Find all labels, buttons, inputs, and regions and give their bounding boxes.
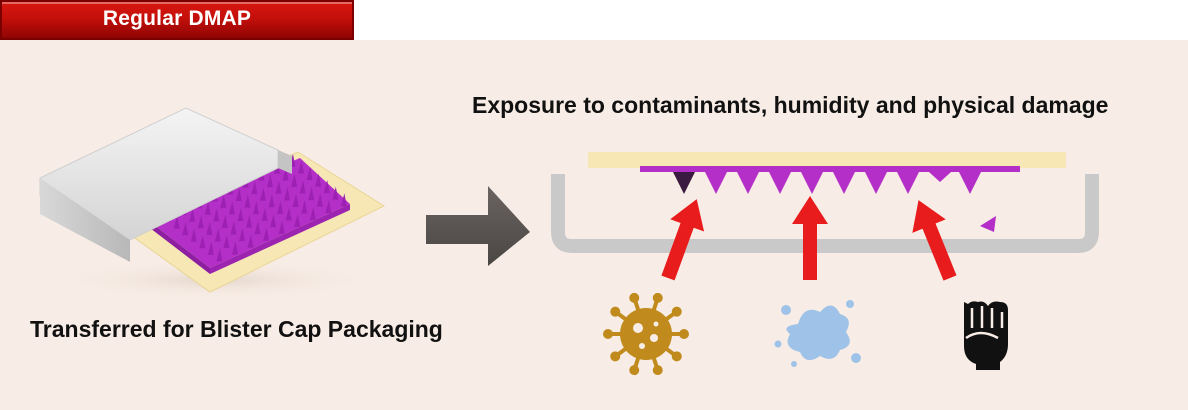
needle [291, 173, 298, 187]
virus-icon [603, 292, 689, 376]
needle [277, 200, 284, 214]
needle [332, 186, 339, 200]
needle [251, 181, 258, 195]
needle [237, 208, 244, 222]
needle [284, 187, 291, 201]
needle [238, 228, 245, 242]
needle [228, 201, 235, 215]
needle [309, 207, 316, 221]
needle [325, 200, 332, 214]
needle [298, 160, 305, 174]
needle [315, 173, 322, 187]
needle [263, 227, 270, 241]
needle [214, 228, 221, 242]
needle [301, 200, 308, 214]
needle [221, 214, 228, 228]
needle [261, 207, 268, 221]
needle-section [705, 172, 727, 194]
needle [197, 215, 204, 229]
needle-section [865, 172, 887, 194]
needle [254, 221, 261, 235]
virus-spike-tip [671, 306, 682, 317]
blister-cap-illustration [39, 107, 386, 300]
virus-spike-tip [629, 365, 640, 376]
arrow-humidity [792, 196, 828, 280]
virus-spike-tip [610, 351, 621, 362]
needle [323, 180, 330, 194]
needle-section [833, 172, 855, 194]
virus-spike-tip [679, 329, 689, 339]
needle [245, 214, 252, 228]
needle-section [673, 172, 695, 194]
needle-section [897, 172, 919, 194]
needle [244, 194, 251, 208]
needle [235, 188, 242, 202]
needle [190, 228, 197, 242]
arrow-contaminants [661, 199, 705, 281]
microneedles-cross-section [673, 172, 981, 194]
needle [189, 208, 196, 222]
needle [308, 187, 315, 201]
lid-backing [588, 152, 1066, 168]
needle [252, 201, 259, 215]
left-caption: Transferred for Blister Cap Packaging [30, 316, 443, 342]
needle-section [737, 172, 759, 194]
needle [207, 241, 214, 255]
needle [182, 222, 189, 236]
needle [223, 234, 230, 248]
needle [340, 193, 347, 207]
patch-base [640, 166, 1020, 172]
needle [285, 207, 292, 221]
virus-spike-tip [652, 292, 663, 303]
needle [282, 167, 289, 181]
needle [199, 235, 206, 249]
process-arrow-icon [426, 186, 530, 266]
tray-wall [551, 174, 1099, 253]
needle [220, 194, 227, 208]
needle [259, 187, 266, 201]
needle-section [959, 172, 981, 194]
needle [231, 241, 238, 255]
needle [213, 208, 220, 222]
needle [268, 194, 275, 208]
broken-needle-fragment [980, 216, 996, 232]
needle [306, 167, 313, 181]
fist-icon [964, 301, 1008, 370]
needle [204, 201, 211, 215]
needle [292, 193, 299, 207]
virus-spike-tip [652, 365, 663, 376]
needle [294, 213, 301, 227]
water-splash-icon [774, 300, 861, 367]
needle [270, 214, 277, 228]
virus-spike-tip [610, 306, 621, 317]
microneedle-patch [150, 158, 350, 268]
arrow-damage [912, 200, 957, 281]
exposure-arrows [661, 196, 957, 281]
needle [173, 215, 180, 229]
needle [216, 248, 223, 262]
needle [275, 180, 282, 194]
needle [266, 174, 273, 188]
title-badge-label: Regular DMAP [102, 7, 252, 30]
needle-section [769, 172, 791, 194]
virus-spike-tip [603, 329, 613, 339]
needle [206, 221, 213, 235]
needle-section [801, 172, 823, 194]
title-badge [0, 0, 354, 40]
needle [316, 193, 323, 207]
needle-section [929, 172, 951, 182]
needle [230, 221, 237, 235]
right-caption: Exposure to contaminants, humidity and p… [472, 92, 1109, 118]
virus-spike-tip [671, 351, 682, 362]
blister-tray-section [551, 152, 1099, 253]
needle [299, 180, 306, 194]
virus-spike-tip [629, 292, 640, 303]
cap-front-wall [40, 178, 130, 262]
needle [278, 220, 285, 234]
needle [247, 234, 254, 248]
